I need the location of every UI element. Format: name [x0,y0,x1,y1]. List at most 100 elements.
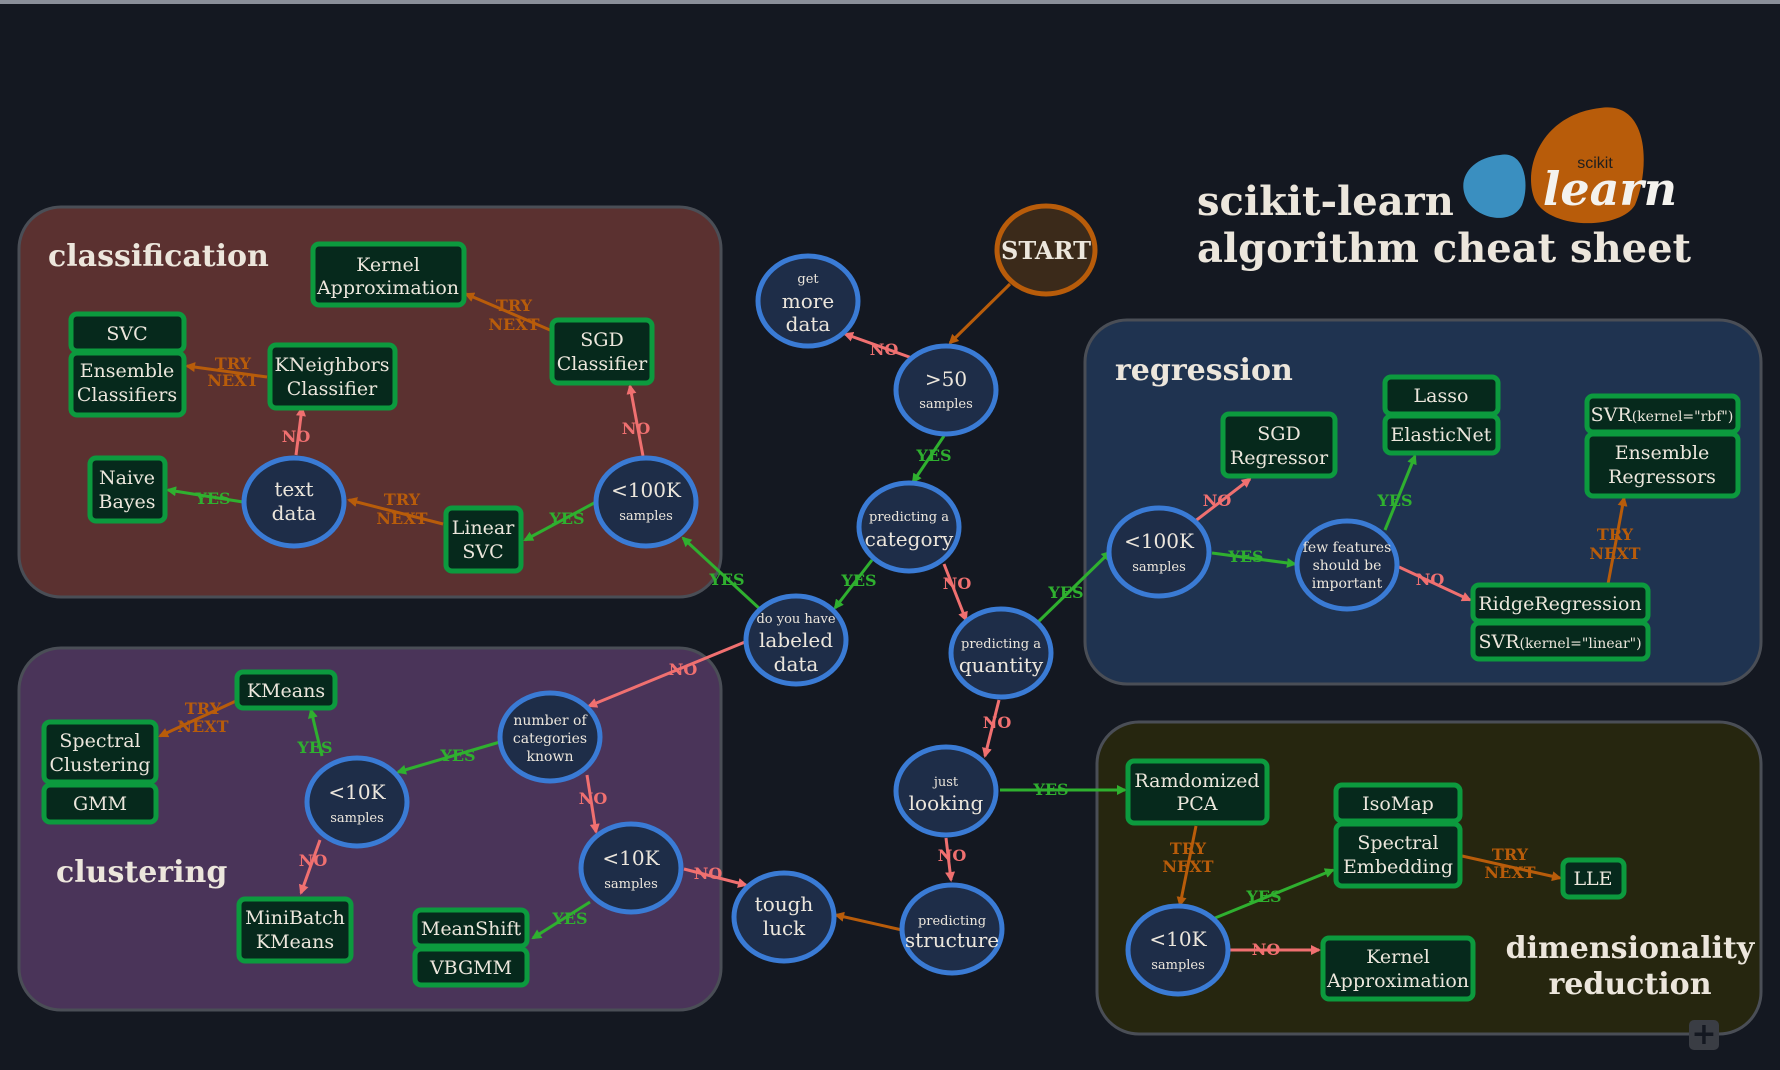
decision-labeled-data[interactable]: do you have labeled data [743,593,849,687]
algo-text: Classifier [287,378,378,400]
decision-dim-10k-samples[interactable]: <10K samples [1125,903,1231,997]
edge-gt50-moredata [843,331,913,360]
edge-predstruct-toughluck [834,911,903,932]
decision-text-data[interactable]: text data [241,455,347,549]
algo-text: Ramdomized [1134,770,1259,792]
decision-clf-100k-samples[interactable]: <100K samples [593,455,699,549]
decision-predicting-structure[interactable]: predicting structure [899,882,1005,976]
decision-text: data [774,652,819,676]
edge-linearsvc-textdata [347,497,444,526]
algo-svr-rbf[interactable]: SVR(kernel="rbf") [1584,393,1741,435]
algo-elasticnet[interactable]: ElasticNet [1382,413,1501,456]
label-next: NEXT [1162,857,1213,876]
decision-get-more-data[interactable]: get more data [755,253,861,349]
decision-text: structure [905,928,999,952]
dimred-title-line2: reduction [1548,967,1711,1002]
edge-reg100k-sgdreg [1193,477,1252,524]
algo-meanshift[interactable]: MeanShift [412,907,530,949]
algo-text: Linear [452,517,516,539]
decision-predicting-category[interactable]: predicting a category [856,480,962,574]
decision-few-features[interactable]: few features should be important [1294,518,1400,612]
label-try: TRY [1170,839,1207,858]
algo-gmm[interactable]: GMM [41,782,159,825]
algo-spectral-clustering[interactable]: Spectral Clustering [41,719,159,785]
zoom-in-button[interactable]: + [1689,1020,1719,1050]
algo-text: ElasticNet [1391,424,1492,446]
algo-ensemble-classifiers[interactable]: Ensemble Classifiers [68,350,187,418]
decision-gt50-samples[interactable]: >50 samples [893,343,999,437]
decision-text: samples [330,811,384,826]
label-yes: YES [915,446,951,465]
algo-naive-bayes[interactable]: Naive Bayes [87,455,168,524]
label-no: NO [694,864,723,883]
algo-text: GMM [73,793,127,815]
algo-minibatch-kmeans[interactable]: MiniBatch KMeans [236,896,354,964]
label-no: NO [1416,570,1445,589]
decision-text: text [274,477,313,501]
label-no: NO [1203,491,1232,510]
algo-text: Clustering [49,754,150,776]
decision-predicting-quantity[interactable]: predicting a quantity [948,606,1054,700]
label-yes: YES [1245,887,1281,906]
algo-text: Lasso [1414,385,1469,407]
decision-just-looking[interactable]: just looking [893,744,999,838]
edge-dim10k-spectralemb [1214,868,1335,920]
label-yes: YES [840,571,876,590]
decision-text: more [782,289,834,313]
algo-text: Approximation [1326,970,1469,992]
edge-labeled-numcat [587,640,746,708]
label-no: NO [669,660,698,679]
label-no: NO [983,713,1012,732]
algo-linear-svc[interactable]: Linear SVC [443,505,524,574]
algo-text: RidgeRegression [1478,593,1641,615]
algo-lle[interactable]: LLE [1560,857,1627,900]
decision-clu-10k-samples-b[interactable]: <10K samples [578,821,684,915]
scikit-learn-logo: scikit learn [1463,107,1677,224]
algo-args: (kernel="rbf") [1632,409,1734,425]
label-yes: YES [551,909,587,928]
algo-ensemble-regressors[interactable]: Ensemble Regressors [1584,431,1741,499]
algo-sgd-classifier[interactable]: SGD Classifier [549,317,655,386]
algo-ridge-regression[interactable]: RidgeRegression [1470,582,1651,624]
algo-kneighbors-classifier[interactable]: KNeighbors Classifier [267,342,398,411]
decision-num-categories[interactable]: number of categories known [497,690,603,784]
decision-tough-luck[interactable]: tough luck [731,870,837,964]
logo-scikit-text: scikit [1577,155,1613,172]
label-yes: YES [439,746,475,765]
algo-kmeans[interactable]: KMeans [234,669,338,711]
algo-text: Embedding [1343,856,1453,878]
algo-text: Kernel [356,254,420,276]
algo-kernel-approximation-clf[interactable]: Kernel Approximation [310,241,467,308]
algo-lasso[interactable]: Lasso [1382,374,1501,417]
algo-vbgmm[interactable]: VBGMM [412,946,530,988]
decision-nodes: START get more data >50 samples predicti… [241,203,1400,997]
label-next: NEXT [1589,544,1640,563]
algo-spectral-embedding[interactable]: Spectral Embedding [1333,821,1463,889]
algo-text: MiniBatch [245,907,345,929]
algo-svr-linear[interactable]: SVR(kernel="linear") [1470,620,1651,662]
algo-randomized-pca[interactable]: Ramdomized PCA [1125,758,1270,826]
edge-clu10kb-toughluck [683,867,748,888]
decision-text: <100K [1124,529,1195,553]
decision-text: looking [909,791,984,815]
start-node[interactable]: START [994,203,1098,297]
algo-text: SVR(kernel="linear") [1478,631,1641,653]
algo-text: SVR(kernel="rbf") [1591,404,1734,426]
algo-name: SVR [1591,404,1633,426]
edge-textdata-naive [166,486,244,504]
algo-text: Kernel [1366,946,1430,968]
algo-text: Regressor [1230,447,1329,469]
algo-svc[interactable]: SVC [68,311,187,354]
algo-text: KMeans [256,931,334,953]
algo-kernel-approximation-dim[interactable]: Kernel Approximation [1320,935,1476,1002]
edge-clu10ka-kmeans [307,708,324,757]
decision-clu-10k-samples-a[interactable]: <10K samples [304,755,410,849]
label-no: NO [282,427,311,446]
algo-sgd-regressor[interactable]: SGD Regressor [1220,411,1338,479]
algo-text: LLE [1573,868,1612,890]
algo-isomap[interactable]: IsoMap [1333,782,1463,824]
decision-reg-100k-samples[interactable]: <100K samples [1106,505,1212,599]
decision-text: >50 [925,367,967,391]
decision-text: predicting a [869,510,949,525]
edge-numcat-clu10ka [396,740,501,775]
